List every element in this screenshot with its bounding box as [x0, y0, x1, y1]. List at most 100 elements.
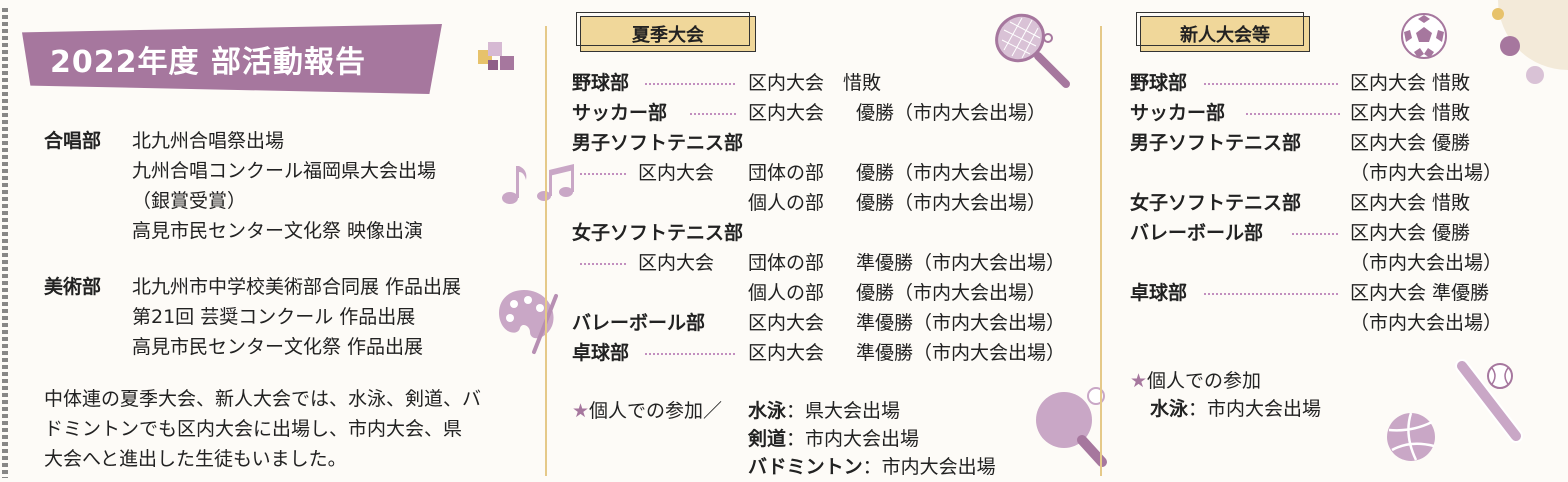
club-name: 卓球部 [572, 342, 630, 364]
column-divider [1100, 26, 1102, 476]
club-name: 野球部 [572, 72, 630, 94]
club-name: 女子ソフトテニス部 [1130, 192, 1302, 214]
leader-dots [1292, 232, 1340, 235]
club-name: 男子ソフトテニス部 [1130, 132, 1302, 154]
decor-square [488, 42, 502, 56]
division-name: 団体の部 [748, 162, 825, 184]
result-text: 優勝（市内大会出場） [856, 282, 1047, 304]
rookie-meet-label: 新人大会等 [1136, 12, 1310, 52]
individual-lead-text: 個人での参加 [1147, 370, 1262, 392]
result-sub: （市内大会出場） [1350, 312, 1503, 334]
result-text: 区内大会 優勝 [1350, 132, 1471, 154]
leader-dots [580, 172, 628, 175]
division-name: 個人の部 [748, 192, 825, 214]
sport-name: 剣道 [748, 428, 787, 450]
club-name: 野球部 [1130, 72, 1188, 94]
individual-lead: ★個人での参加／ [572, 396, 722, 426]
club-name: 女子ソフトテニス部 [572, 222, 744, 244]
result-text: 優勝（市内大会出場） [856, 192, 1047, 214]
decor-dot [1492, 8, 1504, 20]
individual-item: バドミントン：市内大会出場 [748, 452, 996, 482]
summer-meet-label-text: 夏季大会 [632, 25, 704, 46]
meet-name: 区内大会 [748, 312, 825, 334]
result-text: 区内大会 優勝 [1350, 222, 1471, 244]
result-text: 優勝（市内大会出場） [856, 102, 1047, 124]
result-text: 準優勝（市内大会出場） [856, 252, 1066, 274]
result-text: 区内大会 惜敗 [1350, 102, 1471, 124]
ping-pong-icon [1036, 387, 1107, 467]
division-name: 団体の部 [748, 252, 825, 274]
sport-result: ：市内大会出場 [786, 428, 920, 450]
page-title-text: 2022年度 部活動報告 [50, 45, 366, 80]
decor-square [488, 60, 498, 70]
note-line: 大会へと進出した生徒もいました。 [44, 448, 347, 470]
sport-name: 水泳 [1150, 398, 1189, 420]
decor-dot [1500, 36, 1520, 56]
club-line: （銀賞受賞） [132, 190, 247, 212]
leader-dots [645, 352, 737, 355]
meet-name: 区内大会 [748, 72, 825, 94]
tennis-racket-icon [995, 13, 1070, 88]
column-divider [545, 26, 547, 476]
sport-name: バドミントン [748, 456, 863, 478]
club-line: 北九州合唱祭出場 [132, 130, 285, 152]
club-name: 美術部 [44, 276, 102, 298]
club-line: 九州合唱コンクール福岡県大会出場 [132, 160, 437, 182]
leader-dots [1204, 82, 1340, 85]
sport-result: ：市内大会出場 [862, 456, 996, 478]
note-line: 中体連の夏季大会、新人大会では、水泳、剣道、バ [44, 388, 482, 410]
result-text: 区内大会 惜敗 [1350, 192, 1471, 214]
individual-lead: ★個人での参加 [1130, 366, 1261, 396]
result-text: 準優勝（市内大会出場） [856, 312, 1066, 334]
leader-dots [1246, 112, 1340, 115]
leader-dots [580, 262, 628, 265]
division-name: 個人の部 [748, 282, 825, 304]
star-icon: ★ [1130, 370, 1148, 392]
palette-icon [499, 290, 558, 354]
club-name: バレーボール部 [1130, 222, 1264, 244]
corner-decoration [1498, 0, 1568, 70]
result-text: 惜敗 [843, 72, 882, 94]
music-note-icon [502, 164, 574, 204]
club-name: サッカー部 [572, 102, 668, 124]
club-line: 高見市民センター文化祭 作品出展 [132, 336, 424, 358]
baseball-bat-icon [1455, 359, 1523, 443]
result-text: 準優勝（市内大会出場） [856, 342, 1066, 364]
result-text: 優勝（市内大会出場） [856, 162, 1047, 184]
star-icon: ★ [572, 400, 590, 422]
page-title: 2022年度 部活動報告 [22, 24, 442, 94]
club-name: バレーボール部 [572, 312, 706, 334]
stitch-border [2, 8, 8, 478]
decor-square [500, 56, 514, 70]
leader-dots [1204, 292, 1340, 295]
summer-meet-label: 夏季大会 [576, 12, 756, 52]
club-line: 高見市民センター文化祭 映像出演 [132, 220, 424, 242]
meet-name: 区内大会 [638, 162, 715, 184]
meet-name: 区内大会 [748, 342, 825, 364]
club-name: サッカー部 [1130, 102, 1226, 124]
result-text: 区内大会 準優勝 [1350, 282, 1490, 304]
leader-dots [690, 112, 738, 115]
leader-dots [645, 82, 737, 85]
individual-item: 水泳：市内大会出場 [1150, 394, 1321, 424]
meet-name: 区内大会 [638, 252, 715, 274]
soccer-ball-icon [1401, 13, 1447, 59]
individual-lead-text: 個人での参加／ [589, 400, 723, 422]
result-sub: （市内大会出場） [1350, 162, 1503, 184]
club-name: 男子ソフトテニス部 [572, 132, 744, 154]
sport-result: ：県大会出場 [786, 400, 901, 422]
sport-result: ：市内大会出場 [1188, 398, 1322, 420]
individual-item: 水泳：県大会出場 [748, 396, 900, 426]
result-sub: （市内大会出場） [1350, 252, 1503, 274]
note-line: ドミントンでも区内大会に出場し、市内大会、県 [44, 418, 463, 440]
club-name: 合唱部 [44, 130, 102, 152]
rookie-meet-label-text: 新人大会等 [1180, 25, 1270, 46]
meet-name: 区内大会 [748, 102, 825, 124]
result-text: 区内大会 惜敗 [1350, 72, 1471, 94]
individual-item: 剣道：市内大会出場 [748, 424, 919, 454]
club-line: 北九州市中学校美術部合同展 作品出展 [132, 276, 462, 298]
club-line: 第21回 芸奨コンクール 作品出展 [132, 306, 416, 328]
sport-name: 水泳 [748, 400, 787, 422]
club-name: 卓球部 [1130, 282, 1188, 304]
volleyball-icon [1387, 412, 1435, 461]
